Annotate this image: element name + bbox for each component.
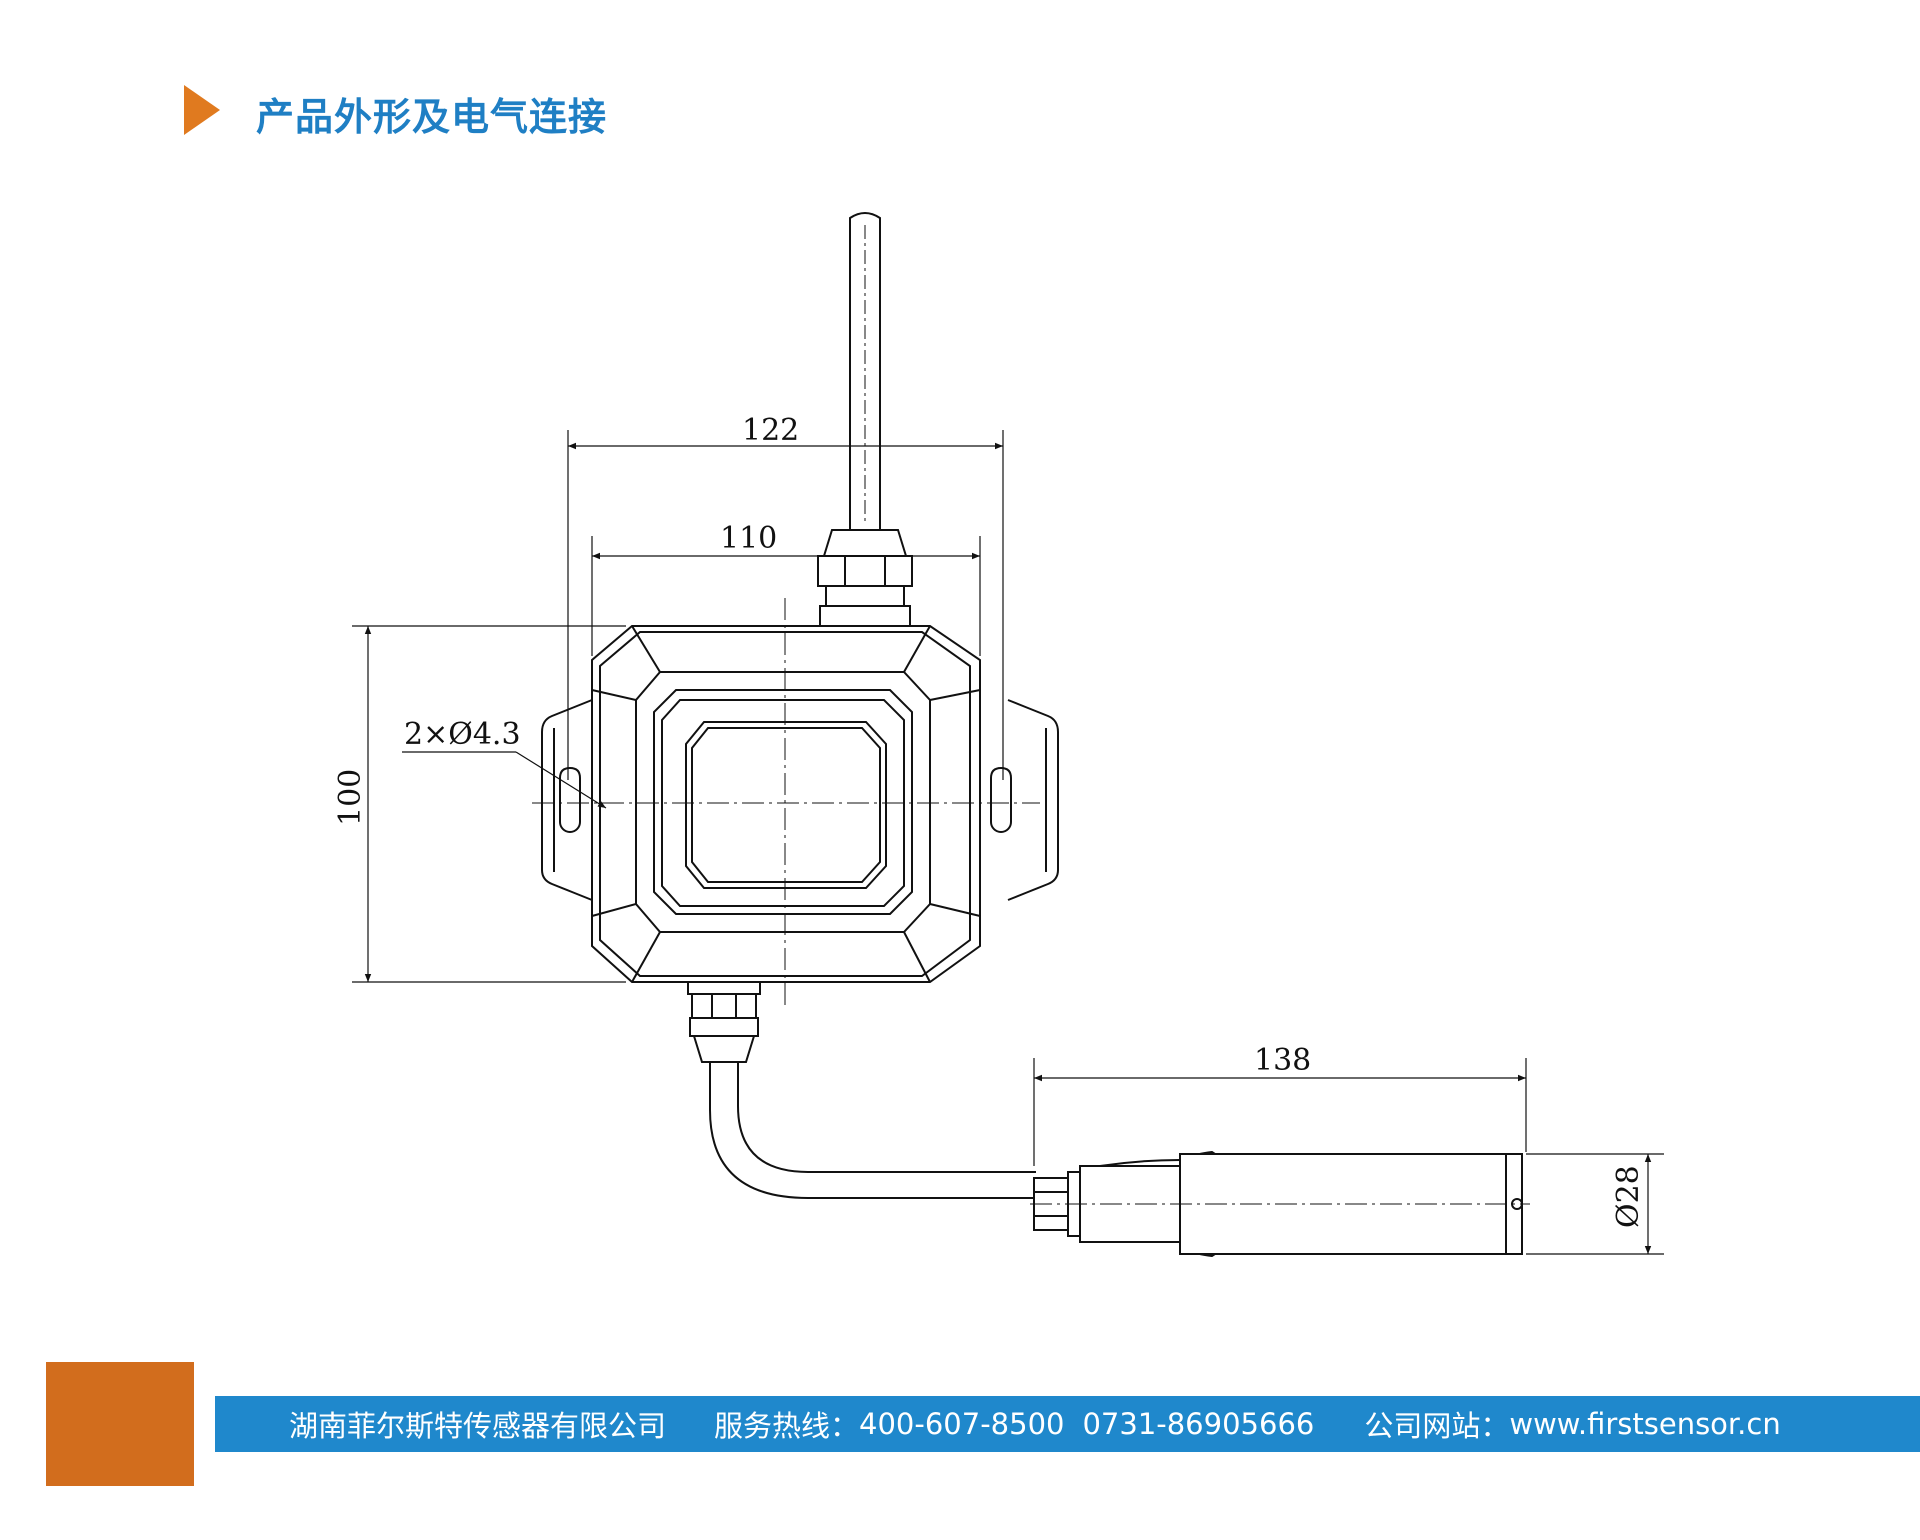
- section-header: 产品外形及电气连接: [184, 82, 884, 139]
- dimension-labels: 122 110 100 2×Ø4.3 138 Ø28: [333, 413, 1646, 1228]
- antenna: [817, 212, 913, 627]
- mounting-ears: [541, 699, 1059, 901]
- center-lines: [532, 598, 1040, 1006]
- sensor-cable: [709, 1062, 1036, 1199]
- footer-phone-1[interactable]: 400-607-8500: [859, 1407, 1065, 1441]
- dimension-lines: [352, 430, 1664, 1255]
- section-title: 产品外形及电气连接: [256, 95, 608, 139]
- level-probe: [1030, 1150, 1530, 1258]
- section-marker-arrow-icon: [184, 85, 220, 135]
- footer-company: 湖南菲尔斯特传感器有限公司: [289, 1409, 667, 1443]
- dim-probe-diameter: Ø28: [1611, 1165, 1646, 1228]
- footer-hotline-label: 服务热线：: [714, 1409, 860, 1443]
- bottom-cable-gland: [687, 981, 761, 1063]
- dim-body-width: 110: [720, 521, 777, 556]
- footer-orange-block: [46, 1362, 194, 1486]
- dim-mount-holes: 2×Ø4.3: [404, 717, 521, 752]
- dim-probe-length: 138: [1254, 1043, 1311, 1078]
- footer-website-label: 公司网站：: [1364, 1409, 1510, 1443]
- footer-bar: 湖南菲尔斯特传感器有限公司 服务热线： 400-607-8500 0731-86…: [215, 1396, 1920, 1452]
- footer-website-link[interactable]: www.firstsensor.cn: [1509, 1407, 1781, 1441]
- dim-height: 100: [333, 769, 368, 826]
- footer-phone-2[interactable]: 0731-86905666: [1082, 1407, 1315, 1441]
- dim-overall-width: 122: [742, 413, 799, 448]
- enclosure-body: [591, 625, 981, 983]
